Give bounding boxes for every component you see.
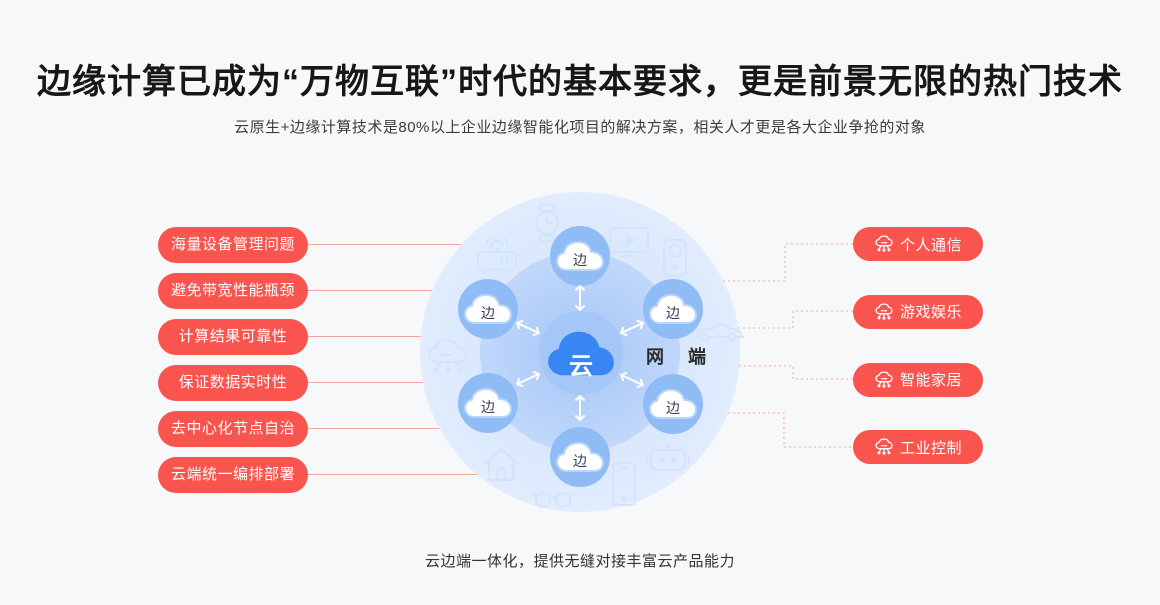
edge-node-upper-left: 边 <box>458 279 518 339</box>
pain-point-pill: 云端统一编排部署 <box>158 456 308 493</box>
arrow-bottom-icon <box>575 395 585 421</box>
cloud-network-icon <box>428 339 467 374</box>
edge-node-label: 边 <box>666 305 680 321</box>
arrow-upper-right-icon <box>620 319 644 337</box>
scenario-pill: 个人通信 <box>853 227 983 261</box>
cloud-network-icon <box>875 302 893 320</box>
arrow-top-icon <box>575 285 585 311</box>
edge-cloud-icon <box>464 388 512 418</box>
edge-node-label: 边 <box>573 453 587 469</box>
cloud-network-icon <box>875 438 893 455</box>
scenario-pill-label: 个人通信 <box>899 236 962 254</box>
scenario-pill: 工业控制 <box>853 430 983 464</box>
house-icon <box>484 448 518 481</box>
cloud-icon <box>548 331 614 376</box>
cloud-network-icon <box>875 235 893 252</box>
edge-node-lower-right: 边 <box>643 374 703 434</box>
edge-cloud-icon <box>556 442 604 472</box>
arrow-lower-left-icon <box>516 370 540 388</box>
pain-point-pill: 避免带宽性能瓶颈 <box>158 272 308 309</box>
page-subtitle: 云原生+边缘计算技术是80%以上企业边缘智能化项目的解决方案，相关人才更是各大企… <box>234 119 926 136</box>
video-player-icon <box>609 227 649 257</box>
watch-icon <box>535 204 559 242</box>
scenario-pill: 智能家居 <box>853 362 983 397</box>
network-zone-label: 网 <box>646 347 664 367</box>
pain-point-pill: 去中心化节点自治 <box>158 410 308 447</box>
edge-node-label: 边 <box>481 305 495 321</box>
edge-cloud-icon <box>556 241 604 271</box>
edge-cloud-icon <box>649 294 697 324</box>
smartphone-icon <box>612 462 636 506</box>
arrow-lower-right-icon <box>620 371 644 389</box>
arrow-upper-left-icon <box>516 319 540 337</box>
edge-node-label: 边 <box>481 399 495 415</box>
scenario-pill-label: 工业控制 <box>899 439 962 457</box>
edge-node-top: 边 <box>550 226 610 286</box>
edge-cloud-icon <box>649 389 697 419</box>
car-icon <box>694 323 744 342</box>
edge-node-upper-right: 边 <box>643 279 703 339</box>
edge-node-label: 边 <box>573 252 587 268</box>
edge-cloud-icon <box>464 294 512 324</box>
edge-node-label: 边 <box>666 400 680 416</box>
cloud-core: 云 <box>542 325 620 381</box>
scenario-pill: 游戏娱乐 <box>853 294 983 329</box>
pain-point-pill: 保证数据实时性 <box>158 364 308 401</box>
pain-point-pill: 海量设备管理问题 <box>158 226 308 263</box>
smart-speaker-icon <box>477 238 517 274</box>
scenario-pill-label: 游戏娱乐 <box>899 304 962 321</box>
glasses-icon <box>533 492 573 508</box>
diagram-caption: 云边端一体化，提供无缝对接丰富云产品能力 <box>424 553 735 570</box>
edge-node-bottom: 边 <box>550 427 610 487</box>
cloud-network-icon <box>875 370 893 388</box>
scenario-pill-label: 智能家居 <box>899 372 962 389</box>
robot-icon <box>646 443 690 471</box>
edge-node-lower-left: 边 <box>458 373 518 433</box>
pain-point-pill: 计算结果可靠性 <box>158 318 308 355</box>
page-title: 边缘计算已成为“万物互联”时代的基本要求，更是前景无限的热门技术 <box>37 63 1123 101</box>
terminal-zone-label: 端 <box>688 347 706 367</box>
cloud-core-label: 云 <box>569 353 593 380</box>
music-player-icon <box>663 239 687 277</box>
